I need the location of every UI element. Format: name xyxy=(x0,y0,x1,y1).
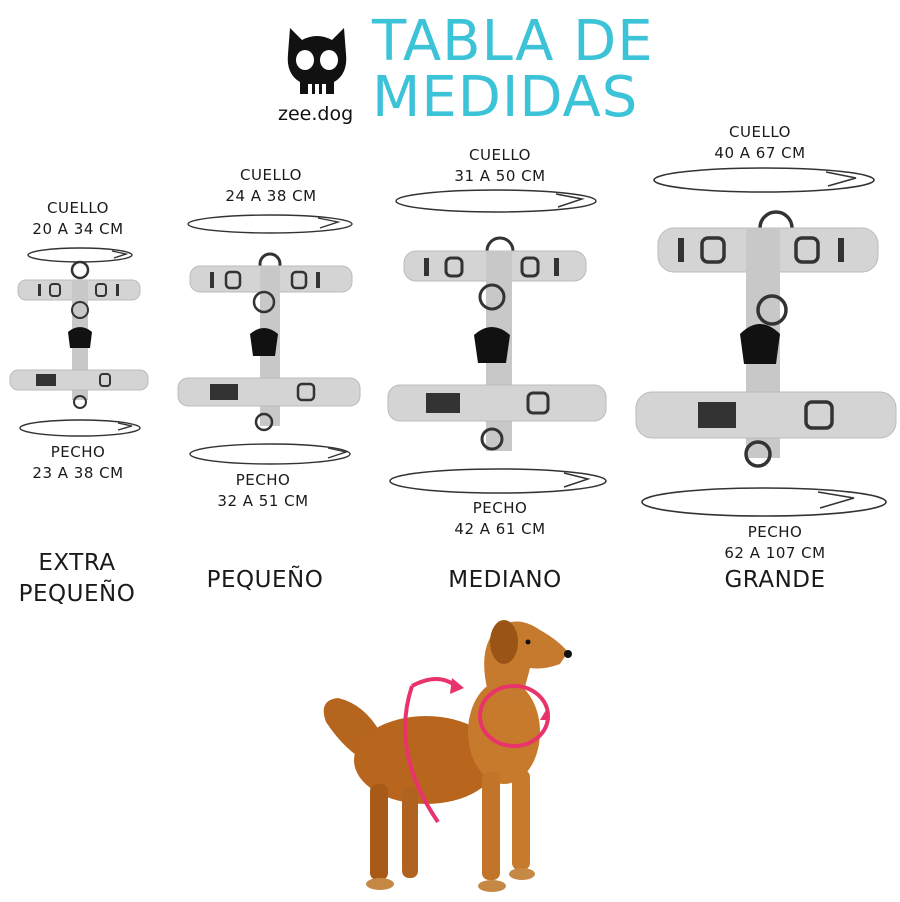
chest-label: PECHO xyxy=(235,471,291,489)
neck-range: 40 A 67 CM xyxy=(714,144,806,162)
neck-measure-s: CUELLO 24 A 38 CM xyxy=(196,165,346,207)
neck-measure-l: CUELLO 40 A 67 CM xyxy=(680,122,840,164)
neck-range: 31 A 50 CM xyxy=(454,167,546,185)
chest-measure-xs: PECHO 23 A 38 CM xyxy=(8,442,148,484)
neck-measure-m: CUELLO 31 A 50 CM xyxy=(420,145,580,187)
title-line-1: TABLA DE xyxy=(372,9,654,74)
chest-label: PECHO xyxy=(747,523,803,541)
brand-name: zee.dog xyxy=(278,103,354,125)
harness-pequeno-illustration xyxy=(177,214,361,465)
dog-measurement-illustration xyxy=(323,620,572,892)
harness-extra-pequeno-illustration xyxy=(9,247,149,437)
size-name-grande: GRANDE xyxy=(724,567,826,593)
neck-range: 20 A 34 CM xyxy=(32,220,124,238)
size-name-extra-pequeno: EXTRA PEQUEÑO xyxy=(18,550,136,607)
page-title: TABLA DE MEDIDAS xyxy=(372,14,654,126)
neck-label: CUELLO xyxy=(469,146,531,164)
neck-range: 24 A 38 CM xyxy=(225,187,317,205)
neck-label: CUELLO xyxy=(729,123,791,141)
chest-measure-s: PECHO 32 A 51 CM xyxy=(188,470,338,512)
skull-logo-icon xyxy=(287,28,347,94)
title-line-2: MEDIDAS xyxy=(372,65,639,130)
chest-measure-m: PECHO 42 A 61 CM xyxy=(420,498,580,540)
chest-range: 42 A 61 CM xyxy=(454,520,546,538)
neck-measure-xs: CUELLO 20 A 34 CM xyxy=(8,198,148,240)
chest-label: PECHO xyxy=(472,499,528,517)
chest-range: 62 A 107 CM xyxy=(724,544,826,562)
size-name-mediano: MEDIANO xyxy=(448,567,562,593)
neck-label: CUELLO xyxy=(47,199,109,217)
chest-measure-l: PECHO 62 A 107 CM xyxy=(695,522,855,564)
size-name-pequeno: PEQUEÑO xyxy=(206,567,324,593)
chest-label: PECHO xyxy=(50,443,106,461)
harness-mediano-illustration xyxy=(387,189,607,494)
chest-range: 32 A 51 CM xyxy=(217,492,309,510)
harness-grande-illustration xyxy=(635,167,897,517)
chest-range: 23 A 38 CM xyxy=(32,464,124,482)
neck-label: CUELLO xyxy=(240,166,302,184)
